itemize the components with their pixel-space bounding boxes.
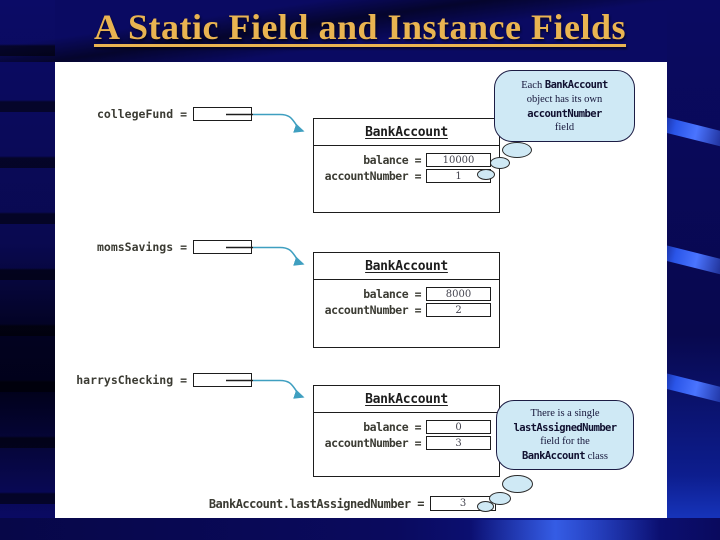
field-value: 10000 — [442, 154, 475, 166]
reference-box — [193, 107, 252, 121]
field-row-balance: balance = 0 — [314, 420, 491, 434]
thought-bubble — [477, 169, 495, 180]
static-field-value: 3 — [459, 498, 467, 509]
thought-bubble — [490, 157, 510, 169]
field-value-box: 3 — [426, 436, 491, 450]
variable-label: momsSavings = — [96, 240, 187, 254]
field-row-accountnumber: accountNumber = 3 — [314, 436, 491, 450]
field-value-box: 0 — [426, 420, 491, 434]
field-value: 3 — [455, 437, 462, 449]
object-header: BankAccount — [314, 119, 499, 146]
bankaccount-object-3: BankAccount balance = 0 accountNumber = … — [313, 385, 500, 477]
top-swoosh-decoration — [0, 0, 720, 62]
class-name: BankAccount — [365, 124, 448, 140]
callout-line: field for the — [540, 435, 590, 447]
left-stripe-decoration — [0, 0, 55, 540]
callout-accountnumber: Each BankAccount object has its own acco… — [494, 70, 635, 142]
bankaccount-object-2: BankAccount balance = 8000 accountNumber… — [313, 252, 500, 348]
field-value: 2 — [455, 304, 462, 316]
object-header: BankAccount — [314, 386, 499, 413]
callout-code: accountNumber — [527, 107, 602, 120]
callout-line: field — [554, 121, 575, 133]
field-row-accountnumber: accountNumber = 1 — [314, 169, 491, 183]
callout-line: BankAccount class — [501, 449, 629, 464]
field-value: 1 — [455, 170, 462, 182]
callout-text: class — [584, 450, 608, 462]
static-field-row: BankAccount.lastAssignedNumber = 3 — [120, 496, 496, 511]
reference-box — [193, 240, 252, 254]
reference-box — [193, 373, 252, 387]
variable-momssavings: momsSavings = — [60, 240, 252, 254]
field-row-accountnumber: accountNumber = 2 — [314, 303, 491, 317]
slide-title: A Static Field and Instance Fields — [93, 7, 627, 47]
variable-label: harrysChecking = — [76, 373, 187, 387]
callout-text: Each — [521, 79, 545, 91]
callout-code: BankAccount — [544, 78, 609, 91]
field-value-box: 8000 — [426, 287, 491, 301]
field-value: 8000 — [445, 288, 472, 300]
thought-bubble — [502, 475, 533, 493]
field-label: accountNumber = — [324, 169, 422, 183]
thought-bubble — [477, 501, 494, 512]
object-header: BankAccount — [314, 253, 499, 280]
static-field-label: BankAccount.lastAssignedNumber = — [208, 496, 425, 511]
field-row-balance: balance = 10000 — [314, 153, 491, 167]
variable-collegefund: collegeFund = — [60, 107, 252, 121]
callout-code: BankAccount — [522, 449, 586, 462]
field-label: accountNumber = — [324, 436, 422, 450]
field-value-box: 2 — [426, 303, 491, 317]
callout-line: There is a single — [530, 407, 600, 419]
variable-label: collegeFund = — [96, 107, 187, 121]
callout-line: Each BankAccount — [499, 78, 630, 93]
bankaccount-object-1: BankAccount balance = 10000 accountNumbe… — [313, 118, 500, 213]
callout-line: object has its own — [526, 93, 603, 105]
field-label: balance = — [363, 287, 421, 301]
field-value-box: 10000 — [426, 153, 491, 167]
thought-bubble — [502, 142, 532, 158]
thought-bubble — [489, 492, 511, 505]
callout-code: lastAssignedNumber — [513, 421, 618, 434]
right-stripe-decoration — [648, 0, 720, 540]
field-label: balance = — [363, 153, 421, 167]
field-label: accountNumber = — [324, 303, 422, 317]
class-name: BankAccount — [365, 391, 448, 407]
bottom-glow-decoration — [470, 520, 660, 540]
field-row-balance: balance = 8000 — [314, 287, 491, 301]
variable-harryschecking: harrysChecking = — [60, 373, 252, 387]
callout-lastassignednumber: There is a single lastAssignedNumber fie… — [496, 400, 634, 470]
class-name: BankAccount — [365, 258, 448, 274]
field-value: 0 — [455, 421, 462, 433]
field-label: balance = — [363, 420, 421, 434]
